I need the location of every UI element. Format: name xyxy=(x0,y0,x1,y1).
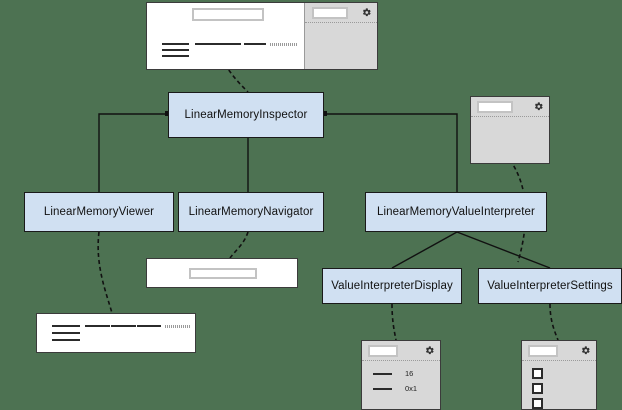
edge-inspector-valueinterpreter xyxy=(324,113,458,192)
gear-icon xyxy=(534,102,543,111)
node-label: LinearMemoryViewer xyxy=(43,206,155,218)
screenshot-value-interpreter-panel xyxy=(470,96,550,164)
screenshot-left-pane xyxy=(147,3,304,69)
node-label: LinearMemoryValueInterpreter xyxy=(377,206,535,218)
toolbar-field-mock xyxy=(477,101,513,113)
node-label: LinearMemoryInspector xyxy=(184,109,308,121)
screenshot-toolbar xyxy=(362,341,440,361)
row-line xyxy=(111,325,136,327)
row-line xyxy=(195,43,219,45)
row-line xyxy=(85,325,110,327)
toolbar-field-mock xyxy=(312,7,348,19)
node-label: ValueInterpreterSettings xyxy=(487,280,613,292)
value-row-0-text: 16 xyxy=(405,369,414,378)
row-line xyxy=(217,43,241,45)
row-line xyxy=(244,43,266,45)
node-linear-memory-inspector[interactable]: LinearMemoryInspector xyxy=(168,92,324,138)
settings-checkbox[interactable] xyxy=(532,368,543,379)
screenshot-linear-memory-navigator xyxy=(146,258,298,288)
screenshot-value-interpreter-display: 16 0x1 xyxy=(361,340,441,410)
edge-valueinterpreter-display xyxy=(391,231,458,269)
toolbar-field-mock xyxy=(528,345,558,357)
toolbar-field-mock xyxy=(368,345,398,357)
edge-display-shot-link xyxy=(391,303,397,341)
search-field-mock xyxy=(192,8,264,21)
gear-icon xyxy=(362,8,371,17)
row-line xyxy=(162,49,189,51)
screenshot-toolbar xyxy=(522,341,596,361)
value-row-dash xyxy=(373,388,392,390)
edge-inspector-viewer xyxy=(98,113,168,192)
value-row-1-text: 0x1 xyxy=(405,384,418,393)
edge-navigator-shot-link xyxy=(229,231,249,259)
row-line xyxy=(137,325,161,327)
node-linear-memory-viewer[interactable]: LinearMemoryViewer xyxy=(24,192,174,232)
node-value-interpreter-display[interactable]: ValueInterpreterDisplay xyxy=(322,268,462,304)
edge-viewer-shot-link xyxy=(97,231,113,314)
screenshot-linear-memory-inspector xyxy=(146,2,378,70)
settings-checkbox[interactable] xyxy=(532,383,543,394)
row-line xyxy=(52,325,80,327)
edge-valueinterpreter-settings xyxy=(456,231,551,269)
row-line xyxy=(162,43,189,45)
row-line xyxy=(52,339,80,341)
row-dots xyxy=(270,43,297,46)
screenshot-toolbar xyxy=(471,97,549,117)
screenshot-right-pane xyxy=(304,3,377,69)
screenshot-value-interpreter-settings xyxy=(521,340,597,410)
row-line xyxy=(162,55,189,57)
node-linear-memory-value-interpreter[interactable]: LinearMemoryValueInterpreter xyxy=(365,192,547,232)
gear-icon xyxy=(425,346,434,355)
screenshot-toolbar xyxy=(305,3,377,23)
node-value-interpreter-settings[interactable]: ValueInterpreterSettings xyxy=(478,268,622,304)
row-dots xyxy=(165,325,191,328)
node-label: ValueInterpreterDisplay xyxy=(331,280,453,292)
address-field-mock xyxy=(189,268,257,279)
value-row-dash xyxy=(373,373,392,375)
settings-checkbox[interactable] xyxy=(532,398,543,409)
row-line xyxy=(52,332,80,334)
node-linear-memory-navigator[interactable]: LinearMemoryNavigator xyxy=(178,192,324,232)
edge-settings-shot-link xyxy=(549,303,559,341)
node-label: LinearMemoryNavigator xyxy=(188,206,314,218)
screenshot-linear-memory-viewer xyxy=(36,313,196,353)
gear-icon xyxy=(581,346,590,355)
